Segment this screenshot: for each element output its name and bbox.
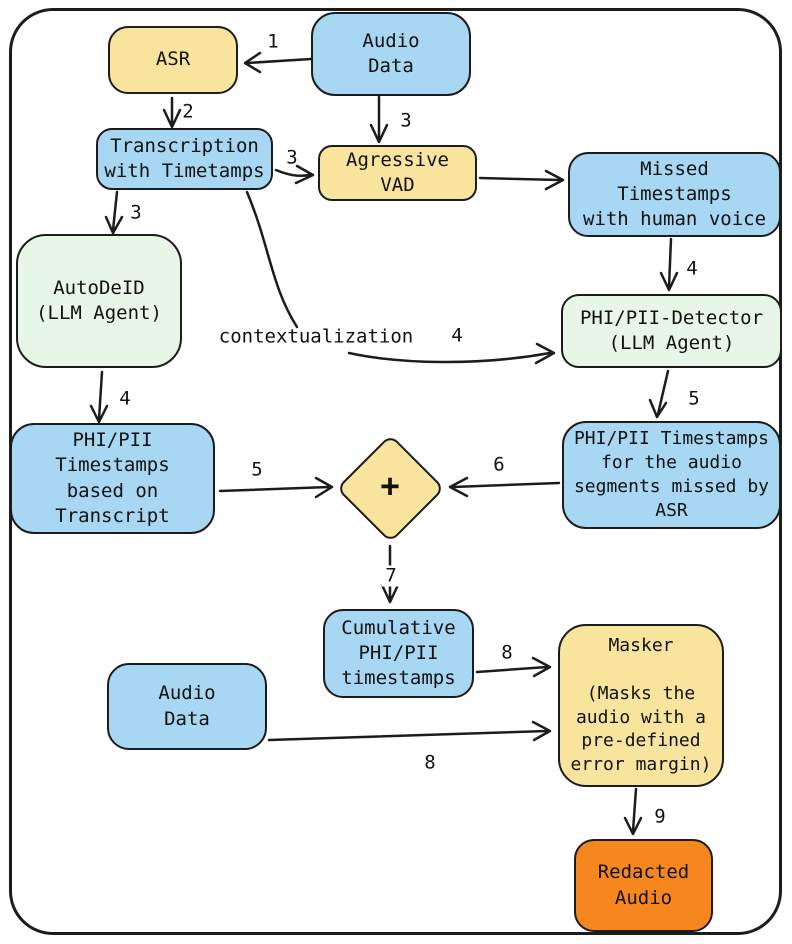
node-aggressive-vad: Agressive VAD <box>318 145 477 201</box>
node-transcription: Transcription with Timetamps <box>96 128 273 190</box>
edge-label-step4-missed-detector: 4 <box>686 257 698 280</box>
edge-label-step3-audio-vad: 3 <box>400 109 412 132</box>
edge-label-contextualization: contextualization <box>218 325 414 348</box>
node-cumulative: Cumulative PHI/PII timestamps <box>323 609 474 698</box>
node-phi-transcript: PHI/PII Timestamps based on Transcript <box>10 423 215 534</box>
edge-label-step1: 1 <box>267 30 279 53</box>
node-masker: Masker (Masks the audio with a pre-defin… <box>558 624 724 787</box>
node-phi-pii-detector: PHI/PII-Detector (LLM Agent) <box>561 294 782 368</box>
edge-label-step8-cumulative-masker: 8 <box>501 641 513 664</box>
node-audio-data-bottom: Audio Data <box>107 663 267 750</box>
edge-label-step5-transcript-merge: 5 <box>251 458 263 481</box>
edge-label-step4-autodeid-transcript: 4 <box>119 387 131 410</box>
edge-label-step6: 6 <box>493 453 505 476</box>
edge-label-step7: 7 <box>381 565 401 587</box>
node-redacted-audio: Redacted Audio <box>574 839 713 932</box>
node-missed-timestamps: Missed Timestamps with human voice <box>568 152 781 237</box>
node-asr: ASR <box>108 26 238 94</box>
node-audio-data-top: Audio Data <box>311 12 471 96</box>
edge-label-step8-audio-masker: 8 <box>424 751 436 774</box>
edge-label-step2: 2 <box>182 100 194 123</box>
edge-label-step5-detector-missed: 5 <box>688 387 700 410</box>
plus-icon: + <box>380 466 400 505</box>
edge-label-step9: 9 <box>654 805 666 828</box>
edge-label-step3-transcription-vad: 3 <box>286 146 298 169</box>
edge-label-step3-transcription-autodeid: 3 <box>130 201 142 224</box>
node-autodeid: AutoDeID (LLM Agent) <box>16 234 182 368</box>
node-phi-missed-asr: PHI/PII Timestamps for the audio segment… <box>562 421 781 529</box>
edge-label-step4-contextualization: 4 <box>451 324 463 347</box>
